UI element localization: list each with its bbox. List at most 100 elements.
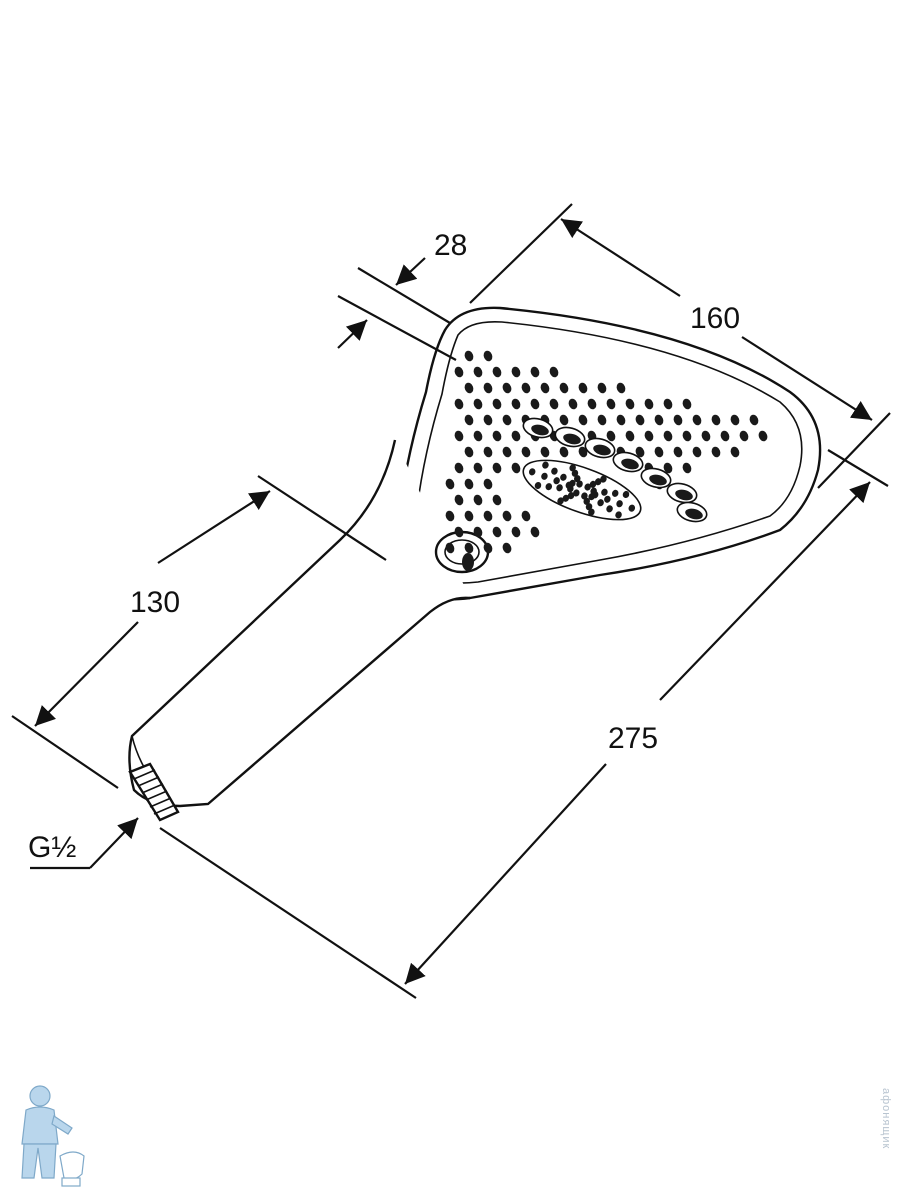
nozzle-dot: [578, 414, 588, 426]
nozzle-dot: [502, 382, 512, 394]
nozzle-dot: [663, 462, 673, 474]
nozzle-dot: [682, 430, 692, 442]
nozzle-dot: [502, 446, 512, 458]
nozzle-dot: [511, 430, 521, 442]
nozzle-dot: [597, 414, 607, 426]
central-nozzle: [567, 492, 575, 500]
shower-outline: [128, 306, 822, 822]
nozzle-dot: [492, 462, 502, 474]
nozzle-dot: [730, 446, 740, 458]
nozzle-dot: [483, 542, 493, 554]
central-nozzle: [588, 493, 595, 501]
nozzle-dot: [521, 446, 531, 458]
thread-label: G½: [28, 831, 76, 864]
central-nozzle: [616, 500, 623, 508]
central-nozzle: [553, 477, 560, 485]
nozzle-dot: [597, 382, 607, 394]
nozzle-dot: [492, 366, 502, 378]
spray-nozzles: [445, 350, 768, 554]
nozzle-dot: [663, 398, 673, 410]
nozzle-dot: [445, 478, 455, 490]
central-nozzle: [569, 464, 576, 472]
nozzle-dot: [502, 542, 512, 554]
nozzle-dot: [616, 382, 626, 394]
nozzle-dot: [454, 430, 464, 442]
nozzle-dot: [635, 414, 645, 426]
nozzle-dot: [530, 526, 540, 538]
nozzle-dot: [673, 446, 683, 458]
massage-jet: [531, 424, 549, 436]
nozzle-dot: [454, 526, 464, 538]
nozzle-dot: [502, 414, 512, 426]
nozzle-dot: [606, 398, 616, 410]
central-nozzle: [573, 489, 580, 497]
nozzle-dot: [483, 414, 493, 426]
nozzle-dot: [711, 414, 721, 426]
nozzle-dot: [454, 462, 464, 474]
nozzle-dot: [692, 414, 702, 426]
nozzle-dot: [578, 446, 588, 458]
nozzle-dot: [692, 446, 702, 458]
central-nozzle: [611, 489, 619, 497]
massage-jet: [675, 489, 693, 501]
nozzle-dot: [559, 446, 569, 458]
nozzle-dot: [464, 414, 474, 426]
central-nozzle: [606, 505, 613, 513]
nozzle-dot: [473, 398, 483, 410]
central-nozzle: [560, 473, 567, 481]
central-spray-ring: [522, 459, 642, 521]
dimension-label-130: 130: [130, 586, 180, 619]
nozzle-dot: [473, 462, 483, 474]
central-nozzle: [542, 461, 549, 469]
nozzle-dot: [701, 430, 711, 442]
central-nozzle: [551, 467, 558, 475]
nozzle-dot: [625, 398, 635, 410]
nozzle-dot: [464, 478, 474, 490]
dimension-160: 160: [469, 203, 891, 489]
dimension-28: 28: [337, 229, 467, 361]
nozzle-dot: [606, 430, 616, 442]
massage-jet: [593, 444, 611, 456]
nozzle-dot: [464, 382, 474, 394]
nozzle-dot: [530, 366, 540, 378]
nozzle-dot: [445, 542, 455, 554]
nozzle-dot: [483, 350, 493, 362]
nozzle-dot: [454, 366, 464, 378]
nozzle-dot: [483, 478, 493, 490]
nozzle-dot: [445, 510, 455, 522]
central-nozzle: [594, 478, 602, 486]
nozzle-dot: [682, 398, 692, 410]
nozzle-dot: [540, 446, 550, 458]
central-nozzle: [576, 480, 583, 488]
central-nozzle: [569, 479, 576, 487]
massage-jet: [649, 474, 667, 486]
nozzle-dot: [711, 446, 721, 458]
nozzle-dot: [483, 510, 493, 522]
nozzle-dot: [492, 526, 502, 538]
central-nozzle: [601, 488, 608, 496]
central-nozzle: [590, 487, 597, 495]
central-nozzle: [600, 475, 607, 483]
central-nozzle: [562, 494, 570, 502]
thread-callout: G½: [28, 817, 139, 870]
nozzle-dot: [511, 462, 521, 474]
nozzle-dot: [625, 430, 635, 442]
central-nozzle: [597, 499, 604, 507]
central-nozzle: [585, 503, 593, 511]
nozzle-dot: [530, 398, 540, 410]
massage-jet: [685, 508, 703, 520]
central-nozzle: [528, 468, 536, 476]
nozzle-dot: [749, 414, 759, 426]
central-nozzle: [622, 490, 630, 499]
nozzle-dot: [492, 398, 502, 410]
nozzle-dot: [464, 446, 474, 458]
nozzle-dot: [502, 510, 512, 522]
nozzle-dot: [511, 526, 521, 538]
dimension-label-160: 160: [690, 302, 740, 335]
central-nozzle: [556, 484, 563, 492]
nozzle-dot: [473, 430, 483, 442]
nozzle-dot: [473, 526, 483, 538]
massage-jet: [621, 458, 639, 470]
central-nozzle: [541, 472, 548, 480]
nozzle-dot: [730, 414, 740, 426]
